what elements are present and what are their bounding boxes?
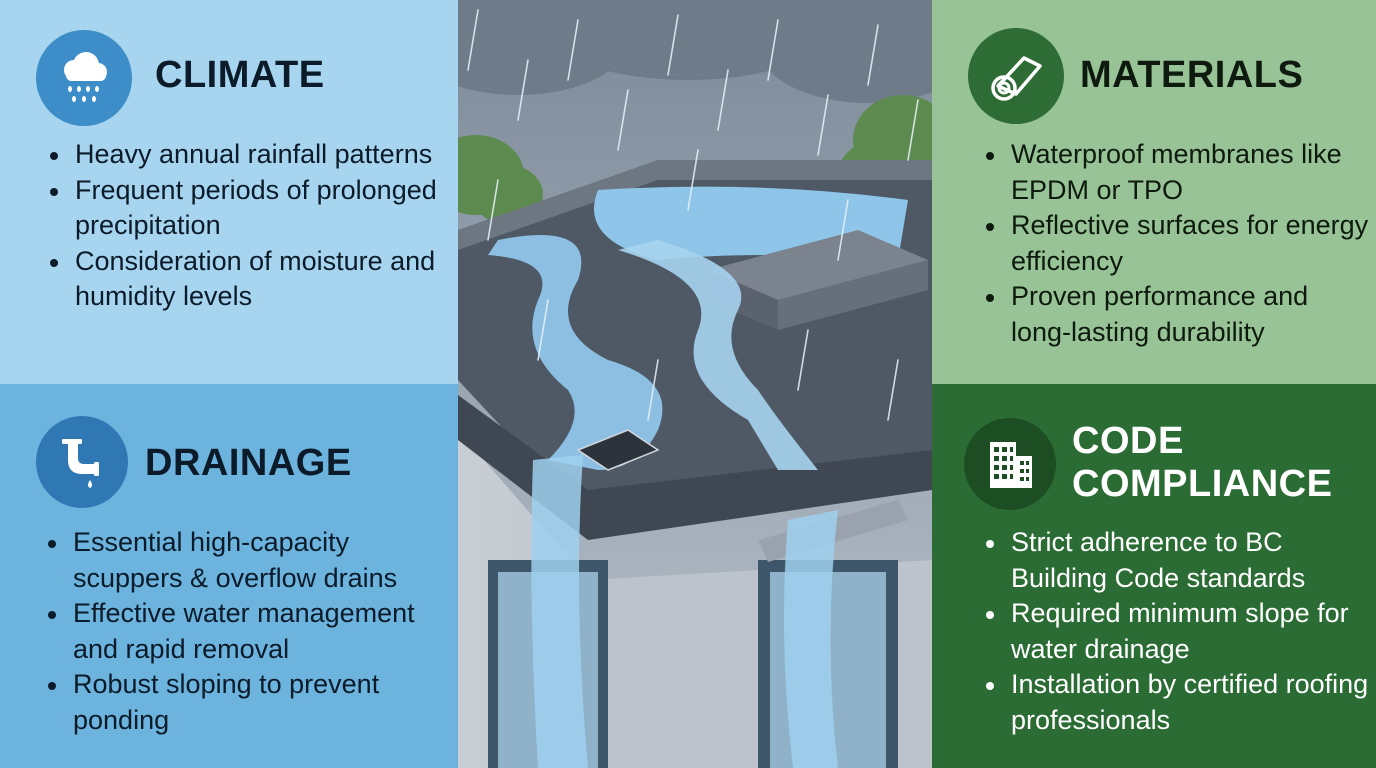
drainage-bullet-list: Essential high-capacity scuppers & overf… — [46, 525, 451, 738]
list-item: Installation by certified roofing profes… — [984, 667, 1372, 738]
code-compliance-panel: CODE COMPLIANCE Strict adherence to BC B… — [932, 384, 1376, 768]
list-item: Heavy annual rainfall patterns — [48, 137, 448, 173]
code-compliance-title: CODE COMPLIANCE — [1072, 420, 1333, 505]
materials-bullet-list: Waterproof membranes like EPDM or TPO Re… — [984, 137, 1372, 350]
materials-panel: MATERIALS Waterproof membranes like EPDM… — [932, 0, 1376, 384]
code-compliance-icon-badge — [964, 418, 1056, 510]
list-item: Robust sloping to prevent ponding — [46, 667, 451, 738]
list-item: Required minimum slope for water drainag… — [984, 596, 1372, 667]
waterfall-left — [531, 455, 588, 768]
list-item: Waterproof membranes like EPDM or TPO — [984, 137, 1372, 208]
roof-illustration-svg — [458, 0, 932, 768]
list-item: Reflective surfaces for energy efficienc… — [984, 208, 1372, 279]
rain-cloud-icon — [64, 52, 107, 102]
materials-title: MATERIALS — [1080, 54, 1304, 96]
rain-streaks — [467, 9, 919, 421]
water-stream — [488, 235, 663, 470]
climate-icon-badge — [36, 30, 132, 126]
list-item: Consideration of moisture and humidity l… — [48, 244, 448, 315]
rooftop-unit — [708, 230, 928, 300]
climate-title: CLIMATE — [155, 54, 325, 96]
parapet-back — [458, 160, 932, 250]
membrane-roll-icon — [991, 56, 1042, 101]
drainage-panel: DRAINAGE Essential high-capacity scupper… — [0, 384, 458, 768]
building-icon — [990, 442, 1032, 488]
code-compliance-bullet-list: Strict adherence to BC Building Code sta… — [984, 525, 1372, 738]
drainage-icon-badge — [36, 416, 128, 508]
storm-clouds — [458, 0, 932, 103]
flat-roof-in-rain-illustration — [458, 0, 932, 768]
drain-pipe-icon — [62, 439, 99, 488]
list-item: Frequent periods of prolonged precipitat… — [48, 173, 448, 244]
climate-bullet-list: Heavy annual rainfall patterns Frequent … — [48, 137, 448, 315]
list-item: Proven performance and long-lasting dura… — [984, 279, 1372, 350]
drainage-title: DRAINAGE — [145, 442, 352, 484]
materials-icon-badge — [968, 28, 1064, 124]
list-item: Strict adherence to BC Building Code sta… — [984, 525, 1372, 596]
waterfall-right — [784, 510, 838, 768]
list-item: Essential high-capacity scuppers & overf… — [46, 525, 451, 596]
climate-panel: CLIMATE Heavy annual rainfall patterns F… — [0, 0, 458, 384]
list-item: Effective water management and rapid rem… — [46, 596, 451, 667]
drain-grate — [576, 429, 660, 471]
